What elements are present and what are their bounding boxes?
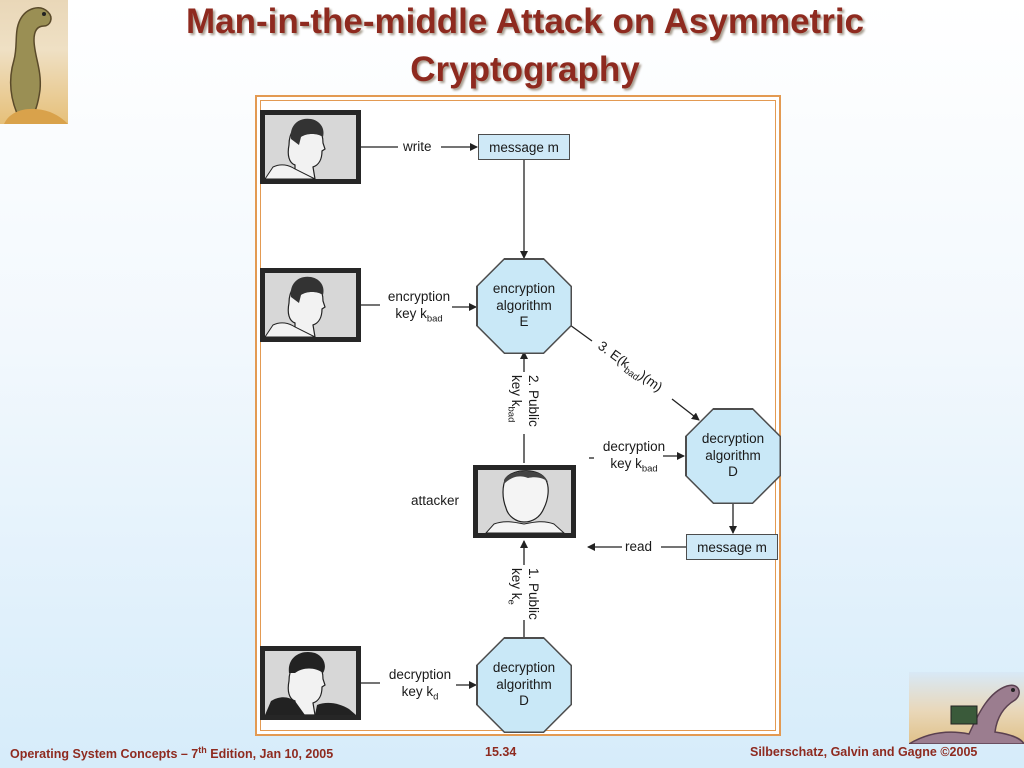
encryption-algorithm-node: encryption algorithm E xyxy=(476,258,572,354)
footer-page-number: 15.34 xyxy=(485,745,517,759)
read-label: read xyxy=(625,539,653,554)
decryption-key-label: decryption key kd xyxy=(388,667,452,703)
write-label: write xyxy=(403,139,432,154)
message-box-bottom: message m xyxy=(686,534,778,560)
dinosaur-logo-top xyxy=(0,0,68,124)
dinosaur-logo-bottom xyxy=(909,672,1024,744)
receiver-portrait xyxy=(260,646,361,720)
message-box-top: message m xyxy=(478,134,570,160)
step2-public-key-label: 2. Public key kbad xyxy=(505,375,541,427)
encryptor-portrait xyxy=(260,268,361,342)
step1-public-key-label: 1. Public key ke xyxy=(505,568,541,620)
footer-copyright: Silberschatz, Galvin and Gagne ©2005 xyxy=(750,745,978,759)
attacker-label: attacker xyxy=(411,493,460,508)
sender-portrait xyxy=(260,110,361,184)
attacker-decryption-key-label: decryption key kbad xyxy=(602,439,666,475)
decryption-algorithm-attacker-node: decryption algorithm D xyxy=(685,408,781,504)
encryption-key-label: encryption key kbad xyxy=(387,289,451,325)
attacker-portrait xyxy=(473,465,576,538)
decryption-algorithm-receiver-node: decryption algorithm D xyxy=(476,637,572,733)
footer-course-label: Operating System Concepts – 7th Edition,… xyxy=(10,745,334,762)
slide-title: Man-in-the-middle Attack on Asymmetric C… xyxy=(185,2,865,89)
